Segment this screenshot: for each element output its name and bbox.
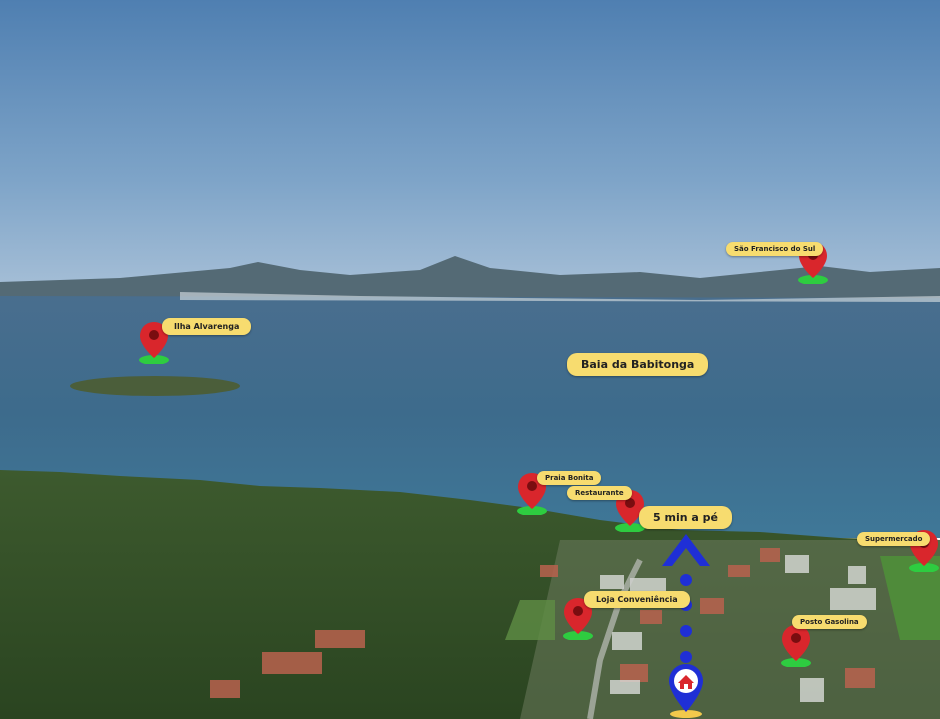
distant-hills [0, 256, 940, 298]
map-pin-icon[interactable] [779, 623, 813, 667]
white-buildings [600, 555, 876, 702]
label-sao-francisco[interactable]: São Francisco do Sul [726, 242, 824, 256]
label-loja-conveniencia[interactable]: Loja Conveniência [584, 591, 690, 608]
house-pin-icon[interactable] [666, 662, 706, 718]
label-ilha-alvarenga[interactable]: Ilha Alvarenga [162, 318, 252, 335]
chevron-up-icon [662, 534, 710, 566]
green-field [880, 556, 940, 640]
distant-city [180, 292, 940, 302]
label-praia-bonita[interactable]: Praia Bonita [537, 471, 602, 485]
sports-field [505, 600, 555, 640]
label-supermercado[interactable]: Supermercado [857, 532, 931, 546]
rooftops [210, 548, 875, 698]
road [587, 558, 643, 719]
map-pin-icon[interactable] [137, 320, 171, 364]
island [70, 376, 240, 396]
label-walk-time: 5 min a pé [639, 506, 732, 529]
label-restaurante[interactable]: Restaurante [567, 486, 632, 500]
label-posto-gasolina[interactable]: Posto Gasolina [792, 615, 867, 629]
map-pin-icon[interactable] [561, 596, 595, 640]
label-baia-babitonga: Baia da Babitonga [567, 353, 709, 376]
route-dots [680, 574, 692, 663]
